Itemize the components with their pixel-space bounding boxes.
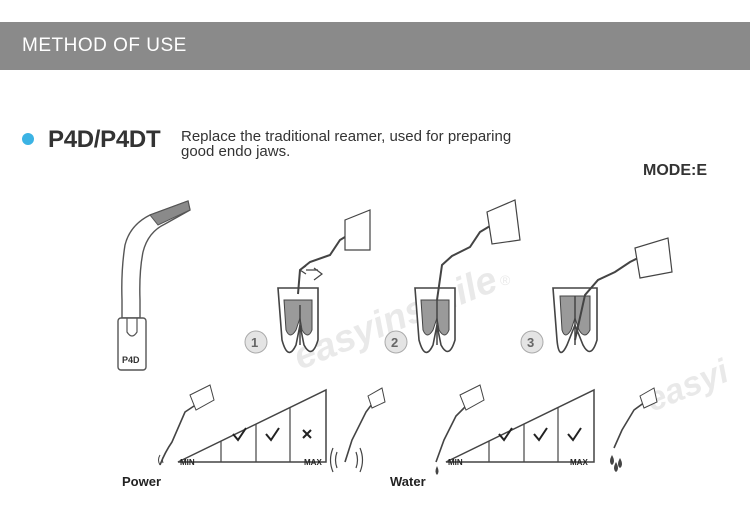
watermark-text: easyinsmile	[288, 259, 504, 379]
water-scale: MIN MAX	[435, 384, 658, 475]
water-check-2	[533, 427, 548, 442]
power-cross-3	[302, 429, 312, 439]
power-check-2	[265, 427, 280, 442]
step-number-3: 3	[527, 335, 534, 350]
tip-label: P4D	[122, 355, 140, 365]
section-header: METHOD OF USE	[0, 22, 750, 70]
watermark-text-right: easyi	[641, 352, 736, 420]
water-check-1	[498, 427, 513, 442]
power-check-1	[232, 427, 247, 442]
watermark-mark: ®	[500, 272, 511, 288]
mode-label: MODE:E	[643, 162, 707, 179]
watermark: easyinsmile ® easyi	[288, 259, 736, 420]
power-min-label: MIN	[180, 458, 195, 467]
product-description: Replace the traditional reamer, used for…	[181, 129, 561, 159]
water-min-label: MIN	[448, 458, 463, 467]
product-model: P4D/P4DT	[48, 126, 161, 153]
power-label: Power	[122, 474, 161, 489]
step-2-illustration: 2	[384, 199, 521, 354]
description-line-2: good endo jaws.	[181, 143, 291, 160]
power-max-label: MAX	[304, 458, 322, 467]
water-check-3	[567, 427, 582, 442]
water-max-label: MAX	[570, 458, 588, 467]
step-number-1: 1	[251, 335, 258, 350]
step-3-illustration: 3	[520, 237, 673, 354]
bullet-dot	[22, 133, 34, 145]
power-scale: MIN MAX	[158, 384, 386, 473]
step-1-illustration: 1	[244, 209, 371, 354]
step-number-2: 2	[391, 335, 398, 350]
description-line-1: Replace the traditional reamer, used for…	[181, 128, 512, 145]
section-title: METHOD OF USE	[22, 35, 187, 56]
water-label: Water	[390, 474, 426, 489]
p4d-tip-drawing: P4D	[117, 200, 191, 371]
